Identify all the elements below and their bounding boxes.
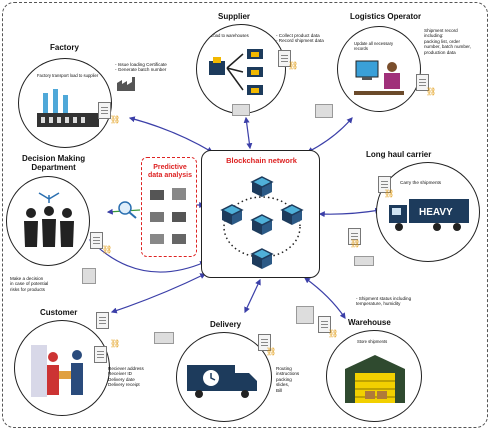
carrier-title: Long haul carrier	[366, 150, 432, 159]
factory-caption: Factory transport load to supplier	[37, 73, 99, 78]
analysis-icons	[150, 188, 186, 244]
supplier-warehouse-icon	[209, 49, 263, 95]
arrow-supplier	[243, 116, 253, 150]
magnifier-icon	[118, 201, 137, 219]
arrow-customer	[110, 273, 207, 314]
decision-circle	[6, 176, 90, 266]
delivery-circle	[176, 332, 272, 422]
block-cube-icon	[250, 214, 274, 235]
decision-title: Decision Making Department	[22, 154, 86, 172]
logistics-note: Shipment record including: packing list,…	[424, 28, 471, 55]
heavy-truck-icon: HEAVY	[389, 199, 469, 231]
blockchain-network-box: Blockchain network	[201, 150, 320, 278]
arrow-decision	[89, 239, 207, 273]
warehouse-building-icon	[345, 355, 405, 403]
warehouse-thumbnail	[296, 306, 314, 324]
diagram-frame	[2, 2, 488, 428]
report-thumbnail	[82, 268, 96, 284]
document-icon	[90, 232, 103, 249]
warehouse-title: Warehouse	[348, 318, 391, 327]
chain-ring	[223, 196, 301, 258]
small-factory-icon	[117, 77, 135, 91]
chain-link-icon: ⛓	[110, 115, 121, 124]
chain-link-icon: ⛓	[102, 245, 113, 254]
chain-link-icon: ⛓	[384, 189, 395, 198]
blockchain-cubes	[220, 176, 304, 269]
factory-icon	[37, 89, 99, 127]
operator-at-computer-icon	[354, 60, 404, 95]
arrow-warehouse	[304, 277, 346, 319]
delivery-note: Routing instructions packing slides, Bil…	[276, 366, 300, 393]
warehouse-note: - Shipment status including temperature,…	[356, 296, 412, 307]
package-thumbnail	[232, 104, 250, 116]
document-icon	[258, 334, 271, 351]
factory-title: Factory	[50, 43, 79, 52]
warehouse-circle: Store shipments	[326, 330, 422, 422]
factory-circle: Factory transport load to supplier	[18, 58, 112, 148]
arrow-delivery	[244, 278, 261, 314]
decision-note: Make a decision in case of potential ris…	[10, 276, 49, 292]
chain-link-icon: ⛓	[288, 61, 299, 70]
blockchain-title: Blockchain network	[226, 156, 297, 165]
supplier-title: Supplier	[218, 12, 251, 21]
truck-thumbnail	[354, 256, 374, 266]
document-icon	[278, 50, 291, 67]
document-icon	[318, 316, 331, 333]
chain-link-icon: ⛓	[350, 239, 361, 248]
records-thumbnail	[315, 104, 333, 118]
customer-note: Reciever address Receiver ID Delivery da…	[108, 366, 144, 388]
logistics-title: Logistics Operator	[350, 12, 422, 21]
delivery-thumbnail	[154, 332, 174, 344]
document-icon	[98, 102, 111, 119]
document-icon	[416, 74, 429, 91]
delivery-title: Delivery	[210, 320, 242, 329]
predictive-analysis-box: Predictive data analysis	[141, 157, 197, 257]
document-icon	[378, 176, 391, 193]
warehouse-caption: Store shipments	[357, 339, 388, 344]
customer-circle	[14, 320, 110, 416]
document-icon	[348, 228, 361, 245]
supplier-caption: Load to warehouses	[211, 33, 249, 38]
factory-note: - Issue loading Certificate - Generate b…	[115, 62, 167, 73]
chain-link-icon: ⛓	[266, 347, 277, 356]
document-icon	[96, 312, 109, 329]
block-cube-icon	[250, 248, 274, 269]
logistics-caption: Update all necessary records	[354, 41, 394, 51]
block-cube-icon	[250, 176, 274, 197]
document-icon	[94, 346, 107, 363]
predictive-title: Predictive data analysis	[148, 164, 192, 179]
logistics-circle: Update all necessary records	[337, 26, 421, 112]
chain-link-icon: ⛓	[426, 87, 437, 96]
arrow-factory	[128, 116, 214, 153]
arrow-logistics	[306, 117, 353, 153]
block-cube-icon	[220, 204, 244, 225]
chain-link-icon: ⛓	[110, 339, 121, 348]
carrier-circle: HEAVY	[376, 162, 480, 262]
supplier-note: - Collect product data - Record shipment…	[276, 33, 324, 44]
carrier-note: Carry the shipments	[400, 180, 442, 185]
arrow-carrier	[318, 207, 382, 218]
block-cube-icon	[280, 204, 304, 225]
customer-delivery-icon	[31, 345, 83, 397]
customer-title: Customer	[40, 308, 78, 317]
chain-link-icon: ⛓	[328, 329, 339, 338]
team-people-icon	[24, 192, 74, 247]
delivery-truck-icon	[187, 365, 257, 398]
supplier-circle: Load to warehouses	[196, 24, 286, 114]
truck-label: HEAVY	[419, 207, 453, 218]
